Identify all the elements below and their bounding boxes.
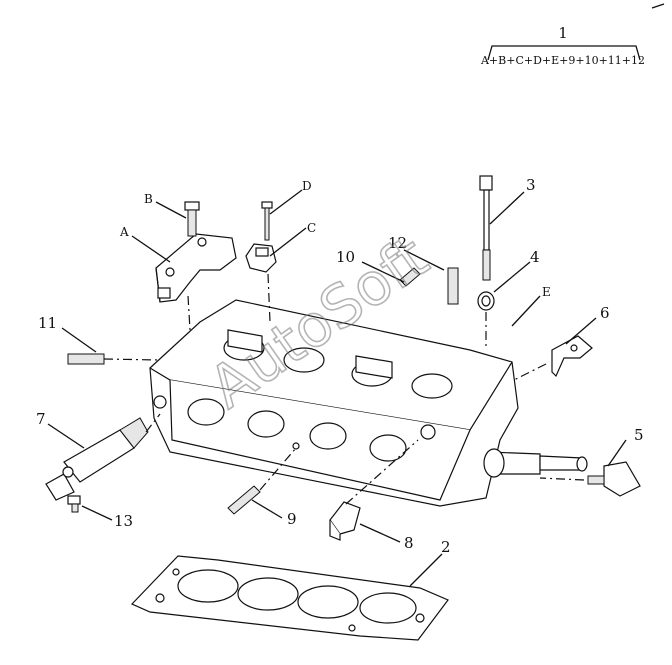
oil-control-valve-7 xyxy=(45,417,149,501)
label-11: 11 xyxy=(38,314,57,332)
stud-12 xyxy=(447,267,459,305)
bolt-13 xyxy=(67,495,81,513)
stud-9 xyxy=(227,485,261,515)
head-bolt-3 xyxy=(479,175,493,281)
label-C: C xyxy=(307,221,316,235)
assembly-header: 1 A+B+C+D+E+9+10+11+12 xyxy=(480,3,665,67)
label-B: B xyxy=(144,192,153,206)
label-E: E xyxy=(542,285,551,299)
callout-labels: A B C D E 2 3 4 5 6 7 8 9 10 12 11 13 xyxy=(36,176,644,556)
bolt-b xyxy=(184,201,200,237)
label-8: 8 xyxy=(404,534,414,552)
bolt-d xyxy=(261,201,273,241)
cylinder-head xyxy=(149,299,588,507)
camshaft-cap-c xyxy=(245,243,277,273)
camshaft-cap-a xyxy=(155,233,237,303)
label-7: 7 xyxy=(36,410,46,428)
label-6: 6 xyxy=(600,304,610,322)
label-2: 2 xyxy=(441,538,451,556)
stud-10 xyxy=(399,267,421,287)
sensor-8 xyxy=(329,501,361,541)
bracket-6 xyxy=(551,335,593,378)
washer-4 xyxy=(477,291,495,311)
assembly-formula: A+B+C+D+E+9+10+11+12 xyxy=(480,54,645,67)
assembly-number: 1 xyxy=(558,24,568,42)
label-3: 3 xyxy=(526,176,536,194)
label-13: 13 xyxy=(114,512,133,530)
head-gasket xyxy=(130,555,449,641)
label-5: 5 xyxy=(634,426,644,444)
temperature-sensor-5 xyxy=(587,461,641,497)
label-11-twelve: 12 xyxy=(388,234,407,252)
leader-lines xyxy=(47,189,627,587)
label-D: D xyxy=(302,179,312,193)
stud-11 xyxy=(67,353,105,365)
assembly-bracket xyxy=(487,45,641,61)
alignment-guides xyxy=(103,273,585,505)
label-9: 9 xyxy=(287,510,297,528)
label-10: 10 xyxy=(336,248,355,266)
corner-mark xyxy=(651,3,665,9)
label-4: 4 xyxy=(530,248,540,266)
label-A: A xyxy=(119,225,129,239)
